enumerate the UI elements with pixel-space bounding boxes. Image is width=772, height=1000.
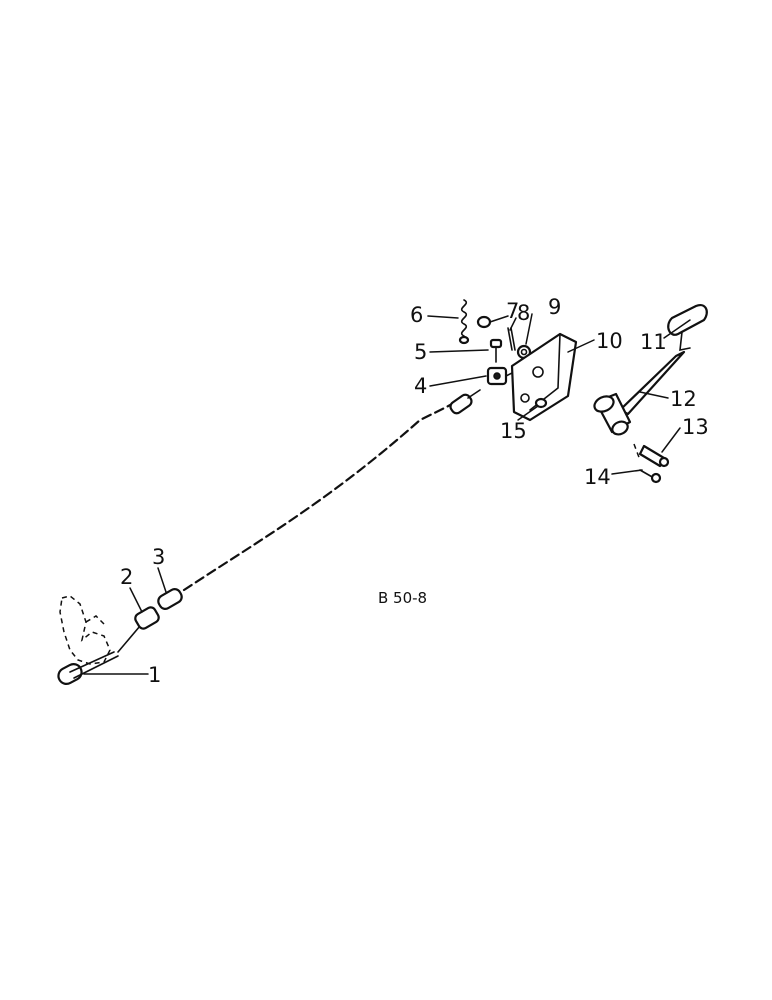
part-3-sleeve: [157, 588, 183, 610]
callout-3: 3: [152, 545, 165, 569]
part-13-clevis-pin: [638, 444, 670, 468]
callout-10: 10: [596, 329, 623, 353]
control-cable: [182, 398, 460, 592]
callout-12: 12: [670, 387, 697, 411]
part-6-spring: [458, 299, 470, 345]
part-12-pedal-lever: [593, 350, 686, 436]
callout-1: 1: [148, 663, 161, 687]
part-1-cable-end: [57, 651, 119, 685]
part-14-bolt: [633, 443, 662, 484]
callout-7: 7: [506, 299, 519, 323]
callout-11: 11: [640, 330, 667, 354]
callout-13: 13: [682, 415, 709, 439]
figure-code: B 50-8: [378, 589, 427, 607]
callout-4: 4: [414, 374, 427, 398]
callout-2: 2: [120, 565, 133, 589]
callout-5: 5: [414, 340, 427, 364]
part-5-screw: [489, 338, 503, 363]
mounting-bracket: [59, 595, 111, 665]
leader-lines: [83, 313, 691, 675]
part-4-clamp-block: [486, 366, 515, 386]
cable-end-fitting: [449, 389, 481, 415]
part-7-washer: [476, 315, 492, 329]
part-10-support-plate: [510, 332, 578, 422]
callout-8: 8: [517, 301, 530, 325]
part-2-ferrule: [117, 606, 160, 653]
callout-9: 9: [548, 295, 561, 319]
callout-6: 6: [410, 303, 423, 327]
callout-14: 14: [584, 465, 611, 489]
part-11-pedal-pad: [667, 304, 708, 351]
part-8-cotter-pin: [507, 327, 516, 351]
part-15-bolt: [534, 397, 548, 409]
callout-15: 15: [500, 419, 527, 443]
